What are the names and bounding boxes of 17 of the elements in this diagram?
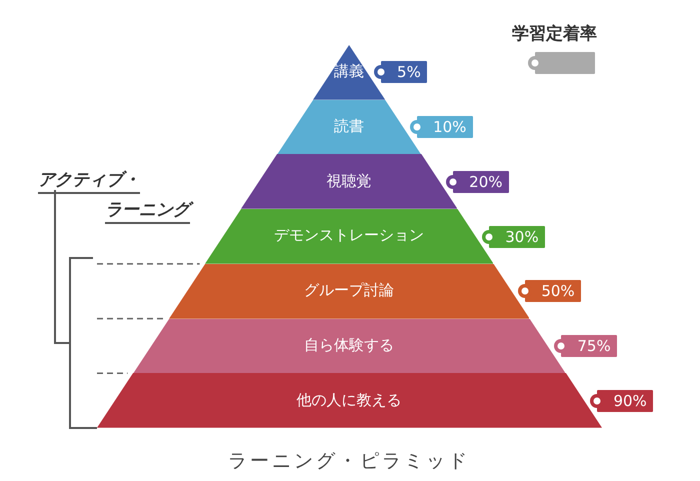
- pyramid-band: [96, 373, 602, 428]
- band-label: デモンストレーション: [272, 226, 425, 246]
- band-label: 読書: [332, 117, 365, 136]
- pyramid-band: [168, 264, 530, 319]
- legend-title: 学習定着率: [512, 23, 597, 45]
- band-label: 視聴覚: [325, 172, 372, 191]
- pyramid-band: [204, 209, 494, 264]
- pyramid-band: [240, 154, 458, 210]
- pyramid-band: [132, 318, 566, 374]
- band-label: 自ら体験する: [302, 336, 395, 355]
- caption: ラーニング・ピラミッド: [227, 449, 471, 474]
- bracket-label: アクティブ・: [38, 168, 140, 194]
- pyramid-band: [276, 100, 422, 154]
- pyramid-band: [312, 45, 386, 100]
- band-label: 他の人に教える: [296, 390, 402, 410]
- band-label: グループ討論: [302, 281, 395, 300]
- band-label: 講義: [332, 62, 365, 82]
